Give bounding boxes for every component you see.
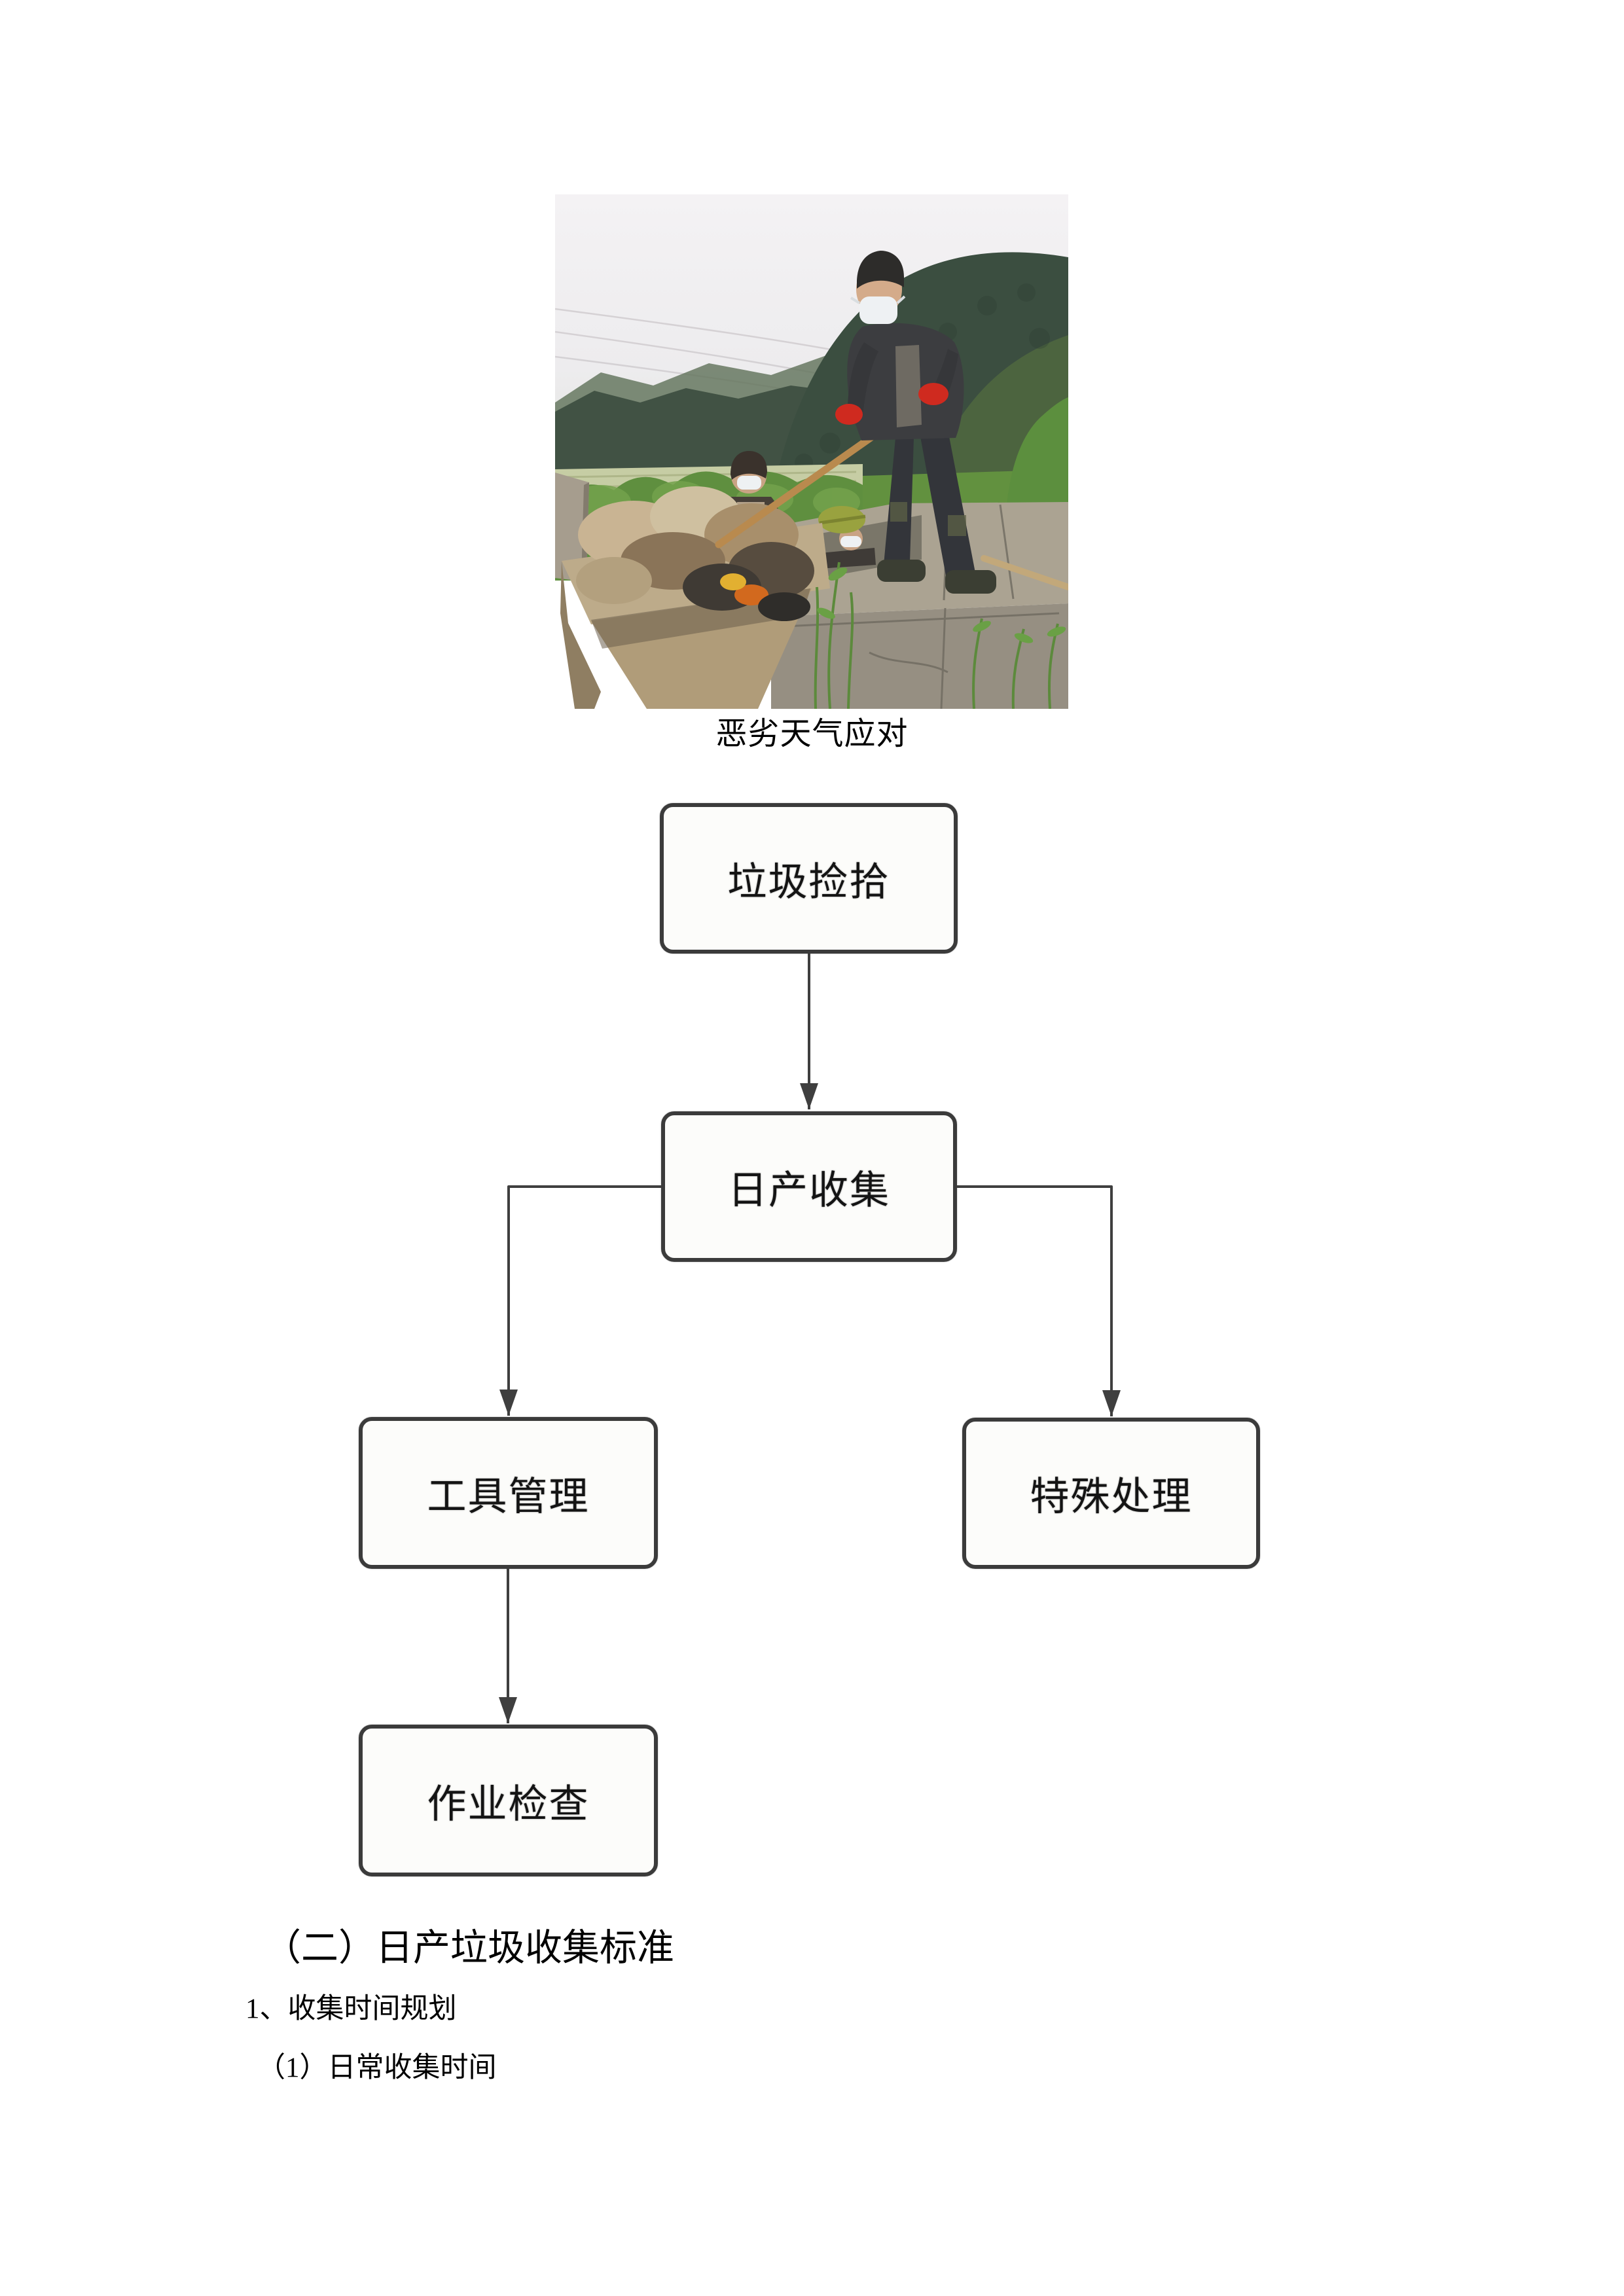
worker-with-cap: [818, 506, 876, 569]
node-label: 工具管理: [427, 1475, 590, 1518]
list-item-2: （1）日常收集时间: [257, 2053, 497, 2083]
connector-collection-to-special: [957, 1185, 1121, 1416]
flowchart-node-garbage-pickup: 垃圾捡拾: [660, 803, 958, 954]
node-label: 垃圾捡拾: [727, 860, 890, 904]
field-photo: [555, 194, 1068, 709]
node-label: 特殊处理: [1030, 1475, 1193, 1518]
section-heading: （二）日产垃圾收集标准: [264, 1928, 674, 1969]
connector-collection-to-tools: [499, 1185, 661, 1416]
node-label: 日产收集: [728, 1168, 890, 1212]
node-label: 作业检查: [427, 1782, 590, 1826]
flowchart-node-daily-collection: 日产收集: [661, 1111, 957, 1262]
list-item-1: 1、收集时间规划: [245, 1994, 457, 2024]
photo-caption: 恶劣天气应对: [715, 717, 909, 751]
flowchart-node-special-handling: 特殊处理: [962, 1418, 1260, 1569]
concrete-pillar: [555, 473, 589, 582]
garbage-pile: [576, 486, 814, 621]
worker-standing: [835, 251, 996, 594]
wooden-plank: [981, 555, 1068, 590]
flowchart-node-operation-inspection: 作业检查: [359, 1725, 658, 1876]
flowchart-node-tool-management: 工具管理: [359, 1417, 658, 1569]
tall-bush-right: [1007, 397, 1068, 505]
wall-front-face: [771, 603, 1068, 709]
field-photo-illustration: [555, 194, 1068, 709]
weed-leaves: [817, 567, 1066, 643]
